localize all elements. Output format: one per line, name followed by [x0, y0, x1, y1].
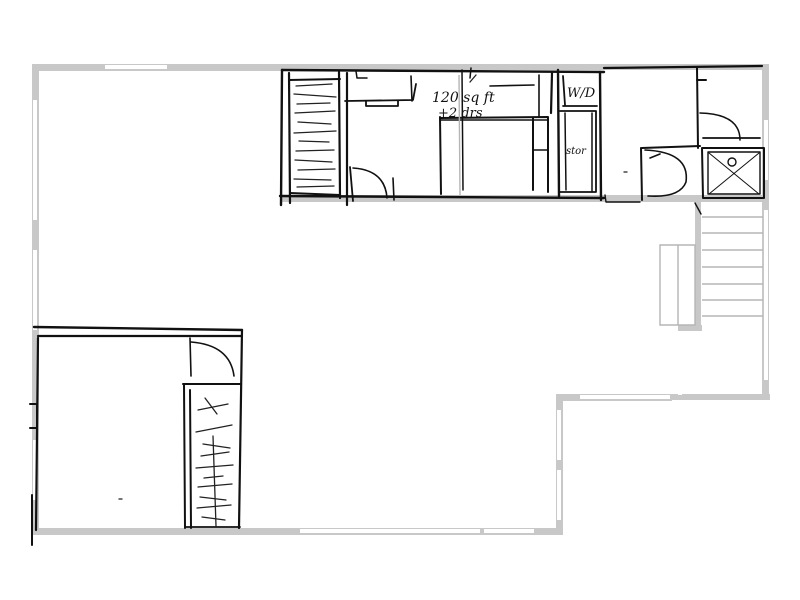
lower-left-closet	[29, 325, 244, 546]
closet-rod-hatches	[293, 83, 337, 188]
stairs	[659, 216, 763, 326]
exterior-walls	[32, 64, 770, 535]
upper-closet-block	[278, 67, 606, 207]
wd-label: W/D	[567, 86, 596, 101]
laundry-storage	[556, 68, 603, 202]
closet-rod-hatches-lower	[195, 397, 234, 527]
storage-label: stor	[566, 146, 587, 157]
closet-area-note: 120 sq ft	[432, 90, 495, 106]
bathroom	[602, 64, 765, 215]
closet-drawers-note: +2 drs	[438, 106, 483, 121]
